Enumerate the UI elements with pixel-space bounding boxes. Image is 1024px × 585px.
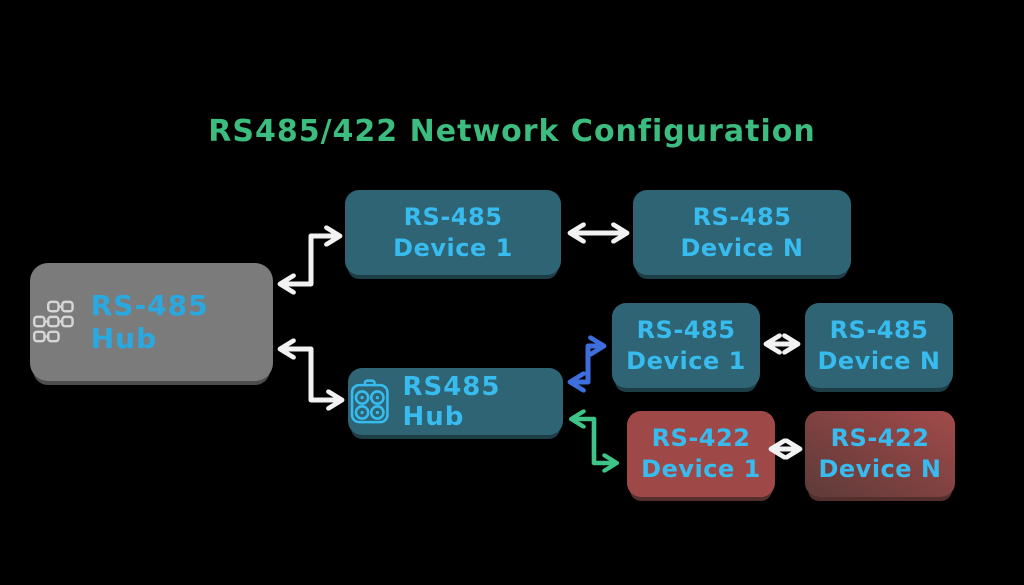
device-label-line1: RS-422 [651, 424, 751, 452]
edge-sub-hub-to-mid-device-1 [572, 346, 602, 382]
device-label-line1: RS-485 [403, 202, 503, 231]
top-device-n-node: RS-485 Device N [633, 190, 851, 275]
diagram-title: RS485/422 Network Configuration [208, 114, 816, 149]
device-label-line2: Device 1 [393, 233, 513, 262]
top-device-1-node: RS-485 Device 1 [345, 190, 561, 275]
four-port-hub-icon [350, 378, 389, 423]
edge-sub-hub-to-bottom-device-1 [573, 419, 615, 463]
device-label-line1: RS-485 [829, 315, 929, 344]
device-label-line1: RS-485 [692, 202, 792, 231]
mid-device-n-node: RS-485 Device N [805, 303, 953, 388]
main-hub-label: RS-485 Hub [90, 289, 209, 355]
edge-main-hub-to-sub-hub [282, 349, 340, 400]
device-label-line1: RS-422 [830, 424, 930, 452]
bottom-device-1-node: RS-422 Device 1 [627, 411, 775, 497]
edge-main-hub-to-top-device-1 [282, 236, 338, 284]
device-label-line2: Device N [680, 233, 804, 262]
mid-device-1-node: RS-485 Device 1 [612, 303, 760, 388]
device-label-line2: Device 1 [641, 455, 761, 483]
bottom-device-n-node: RS-422 Device N [805, 411, 955, 497]
device-label-line2: Device N [818, 455, 942, 483]
sub-hub-node: RS485 Hub [348, 368, 563, 435]
device-label-line2: Device N [817, 346, 941, 375]
device-label-line2: Device 1 [626, 346, 746, 375]
device-label-line1: RS-485 [636, 315, 736, 344]
sub-hub-label: RS485 Hub [402, 371, 501, 432]
main-hub-node: RS-485 Hub [30, 263, 273, 381]
squares-grid-icon [32, 300, 74, 343]
